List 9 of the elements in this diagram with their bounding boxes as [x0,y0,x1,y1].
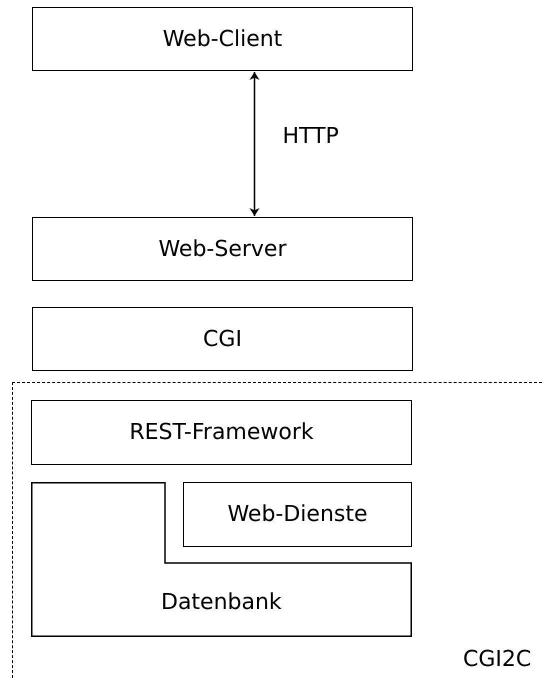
process-box: Web-Server [32,217,413,281]
process-box: Web-Dienste [183,482,412,547]
dashed-region [12,382,542,678]
process-box: Web-Client [32,7,413,71]
arrow [250,72,258,216]
edge-label: HTTP [282,124,339,148]
region-label: CGI2C [463,647,532,672]
process-box: REST-Framework [31,400,412,465]
process-box: CGI [32,307,413,371]
